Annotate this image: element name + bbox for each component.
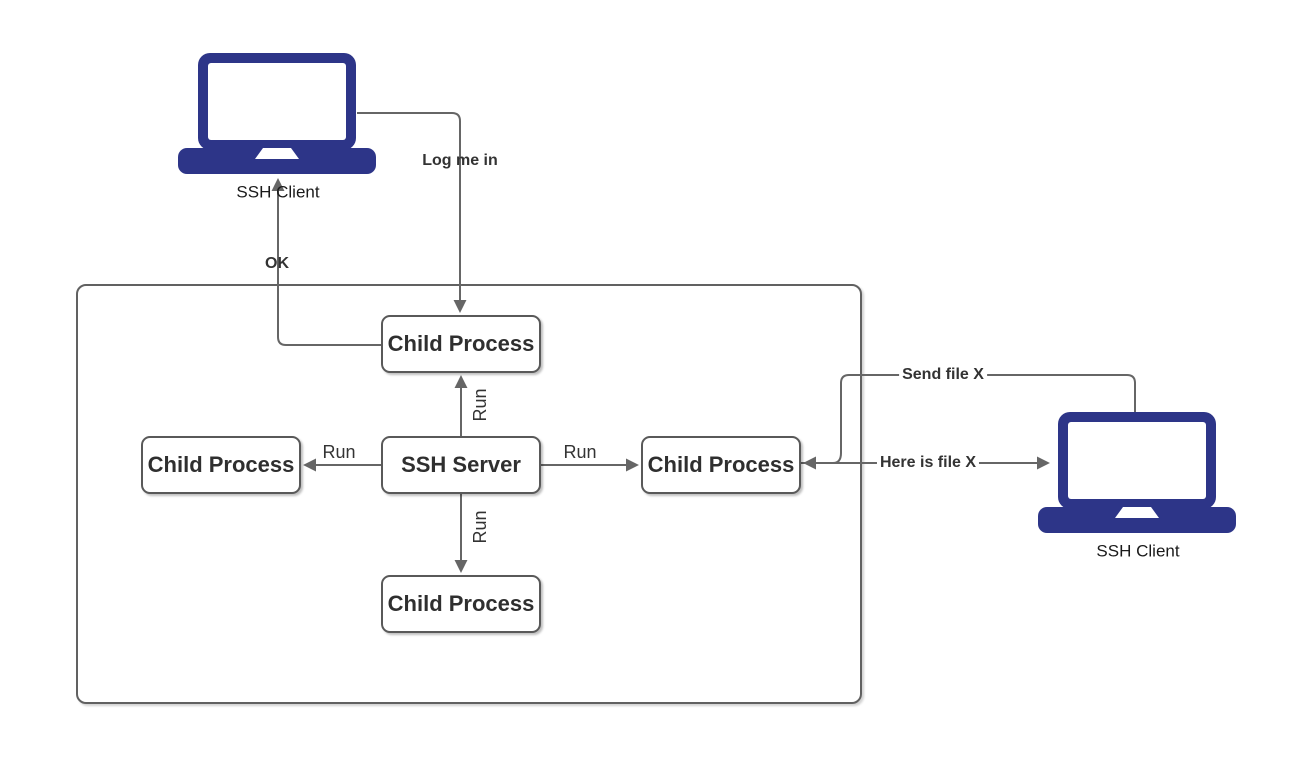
- node-label: Child Process: [147, 452, 295, 477]
- edge-send-file-x: [803, 374, 1136, 470]
- laptop-icon: [178, 53, 376, 174]
- edge-ok: [271, 178, 381, 346]
- edge-log-me-in: [357, 112, 467, 313]
- edge-label-run-left: Run: [322, 442, 356, 462]
- node-ssh-server: SSH Server: [381, 436, 541, 494]
- edge-label-ok: OK: [265, 255, 289, 272]
- edge-label-run-up: Run: [470, 388, 490, 422]
- node-child-process-right: Child Process: [641, 436, 801, 494]
- node-label: SSH Server: [401, 452, 521, 477]
- node-label: Child Process: [387, 591, 535, 616]
- laptop-icon: [1038, 412, 1236, 533]
- edge-label-here-is-file-x: Here is file X: [876, 454, 980, 472]
- edge-label-run-down: Run: [470, 510, 490, 544]
- client-left-caption: SSH Client: [236, 182, 320, 202]
- node-child-process-bottom: Child Process: [381, 575, 541, 633]
- edge-label-send-file-x: Send file X: [899, 366, 987, 384]
- server-host-boundary: [76, 284, 862, 704]
- node-child-process-left: Child Process: [141, 436, 301, 494]
- client-right-caption: SSH Client: [1096, 541, 1180, 561]
- node-label: Child Process: [647, 452, 795, 477]
- edge-label-log-me-in: Log me in: [422, 152, 498, 169]
- edge-label-run-right: Run: [563, 442, 597, 462]
- node-label: Child Process: [387, 331, 535, 356]
- node-child-process-top: Child Process: [381, 315, 541, 373]
